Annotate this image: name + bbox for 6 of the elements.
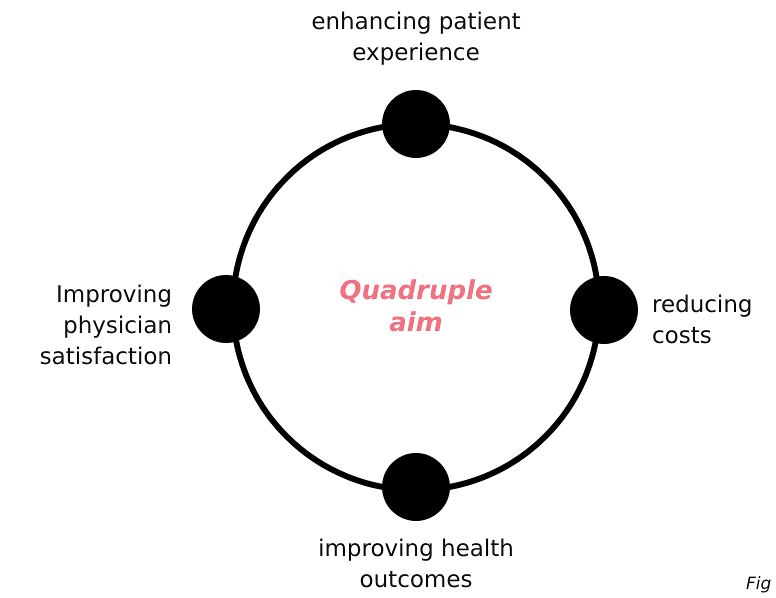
center-title: Quadruple aim [338, 275, 494, 339]
aim-label: Improving physician satisfaction [38, 281, 172, 372]
figure-label: Fig [746, 574, 772, 594]
aim-label: enhancing patient experience [310, 8, 522, 68]
aim-label: improving health outcomes [317, 535, 515, 595]
aim-label: reducing costs [652, 291, 754, 351]
